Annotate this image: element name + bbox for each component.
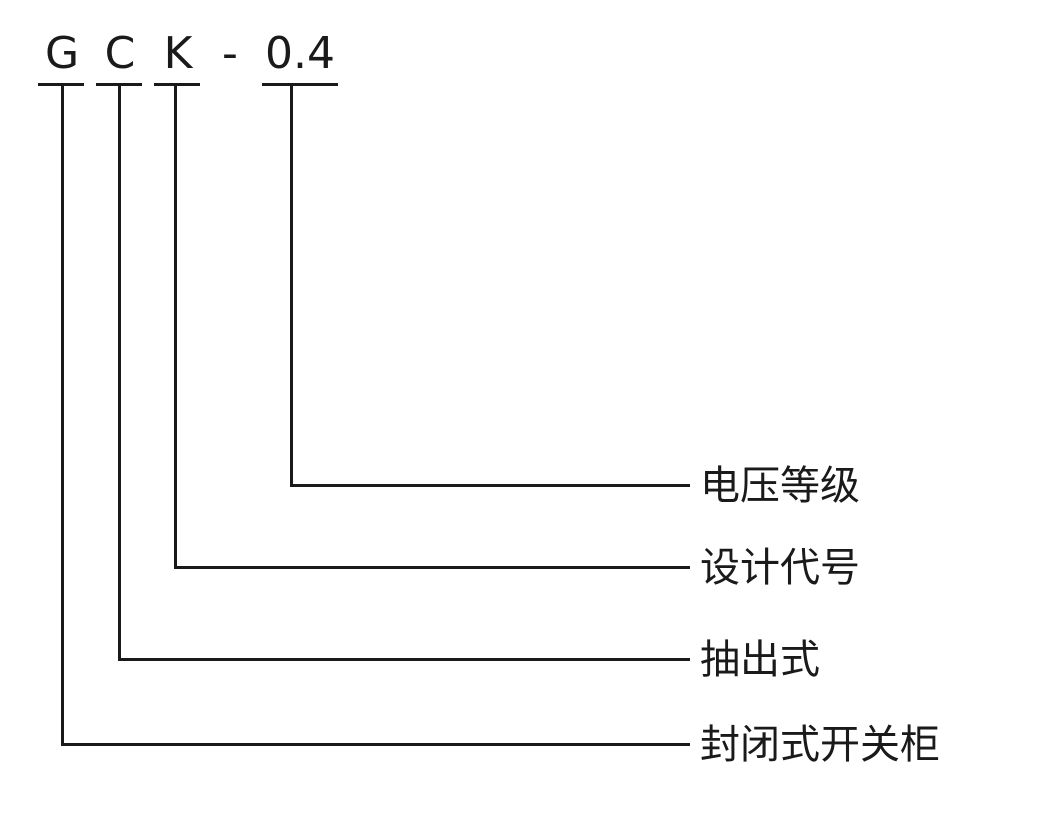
label-voltage-level: 电压等级: [700, 463, 860, 509]
code-char-k: K: [163, 28, 193, 79]
code-char-c: C: [104, 28, 136, 79]
leader-voltage-horizontal: [290, 484, 690, 487]
code-char-g: G: [44, 28, 80, 79]
leader-enclosed-vertical: [61, 85, 64, 746]
underline-g: [38, 83, 84, 86]
label-enclosed-switchgear: 封闭式开关柜: [700, 722, 940, 768]
underline-k: [154, 83, 200, 86]
leader-enclosed-horizontal: [61, 743, 690, 746]
leader-design-vertical: [174, 85, 177, 569]
underline-voltage: [262, 83, 338, 86]
code-char-voltage: 0.4: [265, 28, 335, 79]
leader-voltage-vertical: [290, 85, 293, 487]
leader-drawout-vertical: [118, 85, 121, 661]
leader-drawout-horizontal: [118, 658, 690, 661]
leader-design-horizontal: [174, 566, 690, 569]
label-design-code: 设计代号: [700, 545, 860, 591]
underline-c: [96, 83, 142, 86]
code-char-dash: -: [222, 28, 238, 79]
label-drawout-type: 抽出式: [700, 637, 820, 683]
